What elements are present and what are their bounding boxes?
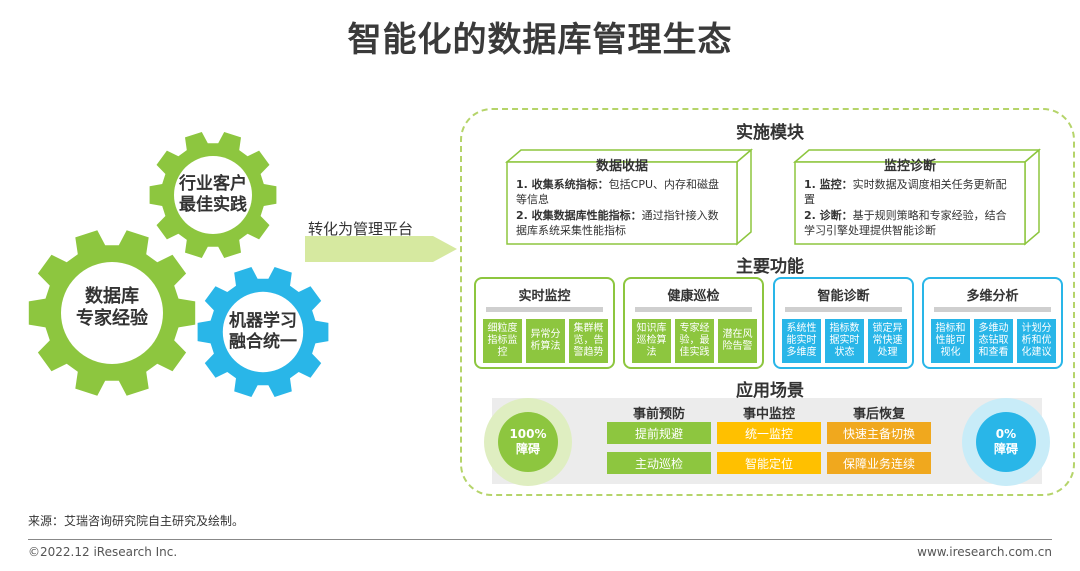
scenario-item: 快速主备切换	[827, 422, 931, 444]
scenario-item: 保障业务连续	[827, 452, 931, 474]
gear-expert-label: 数据库 专家经验	[76, 285, 148, 330]
module-box-monitor	[793, 148, 1041, 246]
function-tile: 系统性能实时多维度	[782, 319, 821, 363]
card-divider	[486, 307, 603, 312]
function-tile: 指标和性能可视化	[931, 319, 970, 363]
scenario-item: 主动巡检	[607, 452, 711, 474]
function-card-title: 健康巡检	[667, 289, 720, 304]
copyright: ©2022.12 iResearch Inc.	[28, 545, 178, 559]
scenario-item: 智能定位	[717, 452, 821, 474]
gear-ml-label: 机器学习 融合统一	[229, 310, 297, 352]
arrow-label: 转化为管理平台	[308, 220, 414, 238]
gear-hub	[174, 156, 252, 234]
module-title-monitor: 监控诊断	[883, 159, 936, 174]
module-item-monitor-1-text: 实时数据及调度相关任务更新配置	[804, 178, 1007, 206]
card-divider	[934, 307, 1051, 312]
card-divider	[635, 307, 752, 312]
module-item-monitor-1: 1. 监控：实时数据及调度相关任务更新配置	[804, 177, 1016, 207]
module-title-data: 数据收据	[595, 159, 648, 174]
function-card-title: 多维分析	[966, 289, 1019, 304]
module-item-data-2-head: 2. 收集数据库性能指标：	[516, 209, 642, 222]
function-card-analysis: 多维分析 指标和性能可视化 多维动态钻取和查看 计划分析和优化建议	[922, 277, 1063, 369]
gear-industry-icon	[149, 132, 277, 258]
module-item-monitor-2: 2. 诊断：基于规则策略和专家经验，结合学习引擎处理提供智能诊断	[804, 208, 1016, 238]
function-card-inspection: 健康巡检 知识库巡检算法 专家经验，最佳实践 潜在风险告警	[623, 277, 764, 369]
source-note: 来源：艾瑞咨询研究院自主研究及绘制。	[28, 514, 245, 528]
function-tile: 潜在风险告警	[718, 319, 757, 363]
function-tile: 集群概览，告警趋势	[569, 319, 608, 363]
function-tile: 细粒度指标监控	[483, 319, 522, 363]
implementation-panel	[460, 108, 1075, 496]
gear-ml-icon	[197, 267, 329, 397]
gear-industry-label: 行业客户 最佳实践	[179, 173, 247, 215]
function-tile: 锁定异常快速处理	[868, 319, 907, 363]
function-card-title: 实时监控	[518, 289, 571, 304]
function-card-diagnosis: 智能诊断 系统性能实时多维度 指标数据实时状态 锁定异常快速处理	[773, 277, 914, 369]
arrow-shape	[305, 236, 457, 262]
page-title: 智能化的数据库管理生态	[347, 20, 733, 60]
card-divider	[785, 307, 902, 312]
footer-divider	[28, 539, 1052, 540]
scenario-item: 统一监控	[717, 422, 821, 444]
function-card-realtime: 实时监控 细粒度指标监控 异常分析算法 集群概览，告警趋势	[474, 277, 615, 369]
gear-hub	[61, 262, 163, 364]
function-tile: 异常分析算法	[526, 319, 565, 363]
module-item-monitor-2-head: 2. 诊断：	[804, 209, 853, 222]
left-circle: 100% 障碍	[498, 412, 558, 472]
module-item-data-1: 1. 收集系统指标：包括CPU、内存和磁盘等信息	[516, 177, 728, 207]
module-item-monitor-1-head: 1. 监控：	[804, 178, 853, 191]
scenario-head-before: 事前预防	[632, 407, 685, 422]
function-tile: 计划分析和优化建议	[1017, 319, 1056, 363]
function-tile: 多维动态钻取和查看	[974, 319, 1013, 363]
scenario-head-during: 事中监控	[742, 407, 795, 422]
right-circle: 0% 障碍	[976, 412, 1036, 472]
module-box-data	[505, 148, 753, 246]
implementation-title: 实施模块	[736, 123, 804, 143]
module-item-data-1-text: 包括CPU、内存和磁盘等信息	[516, 178, 720, 206]
module-item-data-2-text: 通过指针接入数据库系统采集性能指标	[516, 209, 719, 237]
module-item-monitor-2-text: 基于规则策略和专家经验，结合学习引擎处理提供智能诊断	[804, 209, 1007, 237]
gear-expert-icon	[28, 230, 196, 396]
function-tile: 知识库巡检算法	[632, 319, 671, 363]
scenarios-title: 应用场景	[736, 381, 804, 401]
module-item-data-1-head: 1. 收集系统指标：	[516, 178, 609, 191]
website-link[interactable]: www.iresearch.com.cn	[917, 545, 1052, 559]
module-item-data-2: 2. 收集数据库性能指标：通过指针接入数据库系统采集性能指标	[516, 208, 728, 238]
scenario-item: 提前规避	[607, 422, 711, 444]
scenario-head-after: 事后恢复	[852, 407, 905, 422]
functions-title: 主要功能	[736, 257, 804, 277]
function-tile: 指标数据实时状态	[825, 319, 864, 363]
gear-hub	[222, 291, 304, 373]
function-card-title: 智能诊断	[817, 289, 870, 304]
function-tile: 专家经验，最佳实践	[675, 319, 714, 363]
